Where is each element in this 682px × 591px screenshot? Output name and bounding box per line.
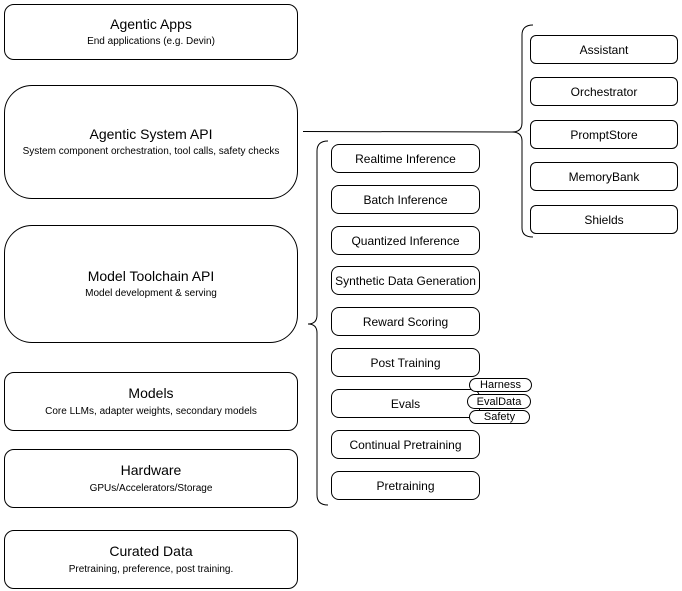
- toolchain-item-pretraining: Pretraining: [331, 471, 480, 500]
- hardware-subtitle: GPUs/Accelerators/Storage: [89, 482, 213, 494]
- curated-data-title: Curated Data: [109, 543, 193, 560]
- curated-data-subtitle: Pretraining, preference, post training.: [68, 563, 234, 575]
- agentic-apps-title: Agentic Apps: [110, 15, 192, 32]
- system-components-connector-line: [302, 131, 513, 133]
- agentic-apps-box: Agentic Apps End applications (e.g. Devi…: [4, 4, 298, 60]
- model-toolchain-api-subtitle: Model development & serving: [85, 288, 217, 300]
- system-component-promptstore: PromptStore: [530, 120, 678, 149]
- eval-tag-evaldata: EvalData: [467, 394, 531, 409]
- system-component-memorybank: MemoryBank: [530, 162, 678, 191]
- models-title: Models: [128, 385, 174, 402]
- toolchain-item-post-training: Post Training: [331, 348, 480, 377]
- curated-data-box: Curated Data Pretraining, preference, po…: [4, 530, 298, 589]
- models-box: Models Core LLMs, adapter weights, secon…: [4, 372, 298, 431]
- system-component-orchestrator: Orchestrator: [530, 77, 678, 106]
- agentic-apps-subtitle: End applications (e.g. Devin): [87, 36, 215, 48]
- toolchain-item-batch-inference: Batch Inference: [331, 185, 480, 214]
- hardware-box: Hardware GPUs/Accelerators/Storage: [4, 449, 298, 508]
- toolchain-item-realtime-inference: Realtime Inference: [331, 144, 480, 173]
- eval-tag-harness: Harness: [469, 378, 532, 392]
- model-toolchain-api-box: Model Toolchain API Model development & …: [4, 225, 298, 343]
- toolchain-item-quantized-inference: Quantized Inference: [331, 226, 480, 255]
- toolchain-item-evals: Evals: [331, 389, 480, 418]
- toolchain-item-continual-pretraining: Continual Pretraining: [331, 430, 480, 459]
- model-toolchain-api-title: Model Toolchain API: [87, 267, 215, 284]
- eval-tag-safety: Safety: [469, 410, 530, 424]
- system-component-assistant: Assistant: [530, 35, 678, 64]
- hardware-title: Hardware: [120, 462, 182, 479]
- agentic-system-api-title: Agentic System API: [89, 125, 213, 142]
- toolchain-brace: [307, 140, 329, 506]
- toolchain-item-reward-scoring: Reward Scoring: [331, 307, 480, 336]
- agentic-system-api-box: Agentic System API System component orch…: [4, 85, 298, 199]
- system-component-shields: Shields: [530, 205, 678, 234]
- toolchain-item-synthetic-data-generation: Synthetic Data Generation: [331, 266, 480, 295]
- agentic-system-api-subtitle: System component orchestration, tool cal…: [22, 146, 280, 158]
- models-subtitle: Core LLMs, adapter weights, secondary mo…: [45, 405, 257, 417]
